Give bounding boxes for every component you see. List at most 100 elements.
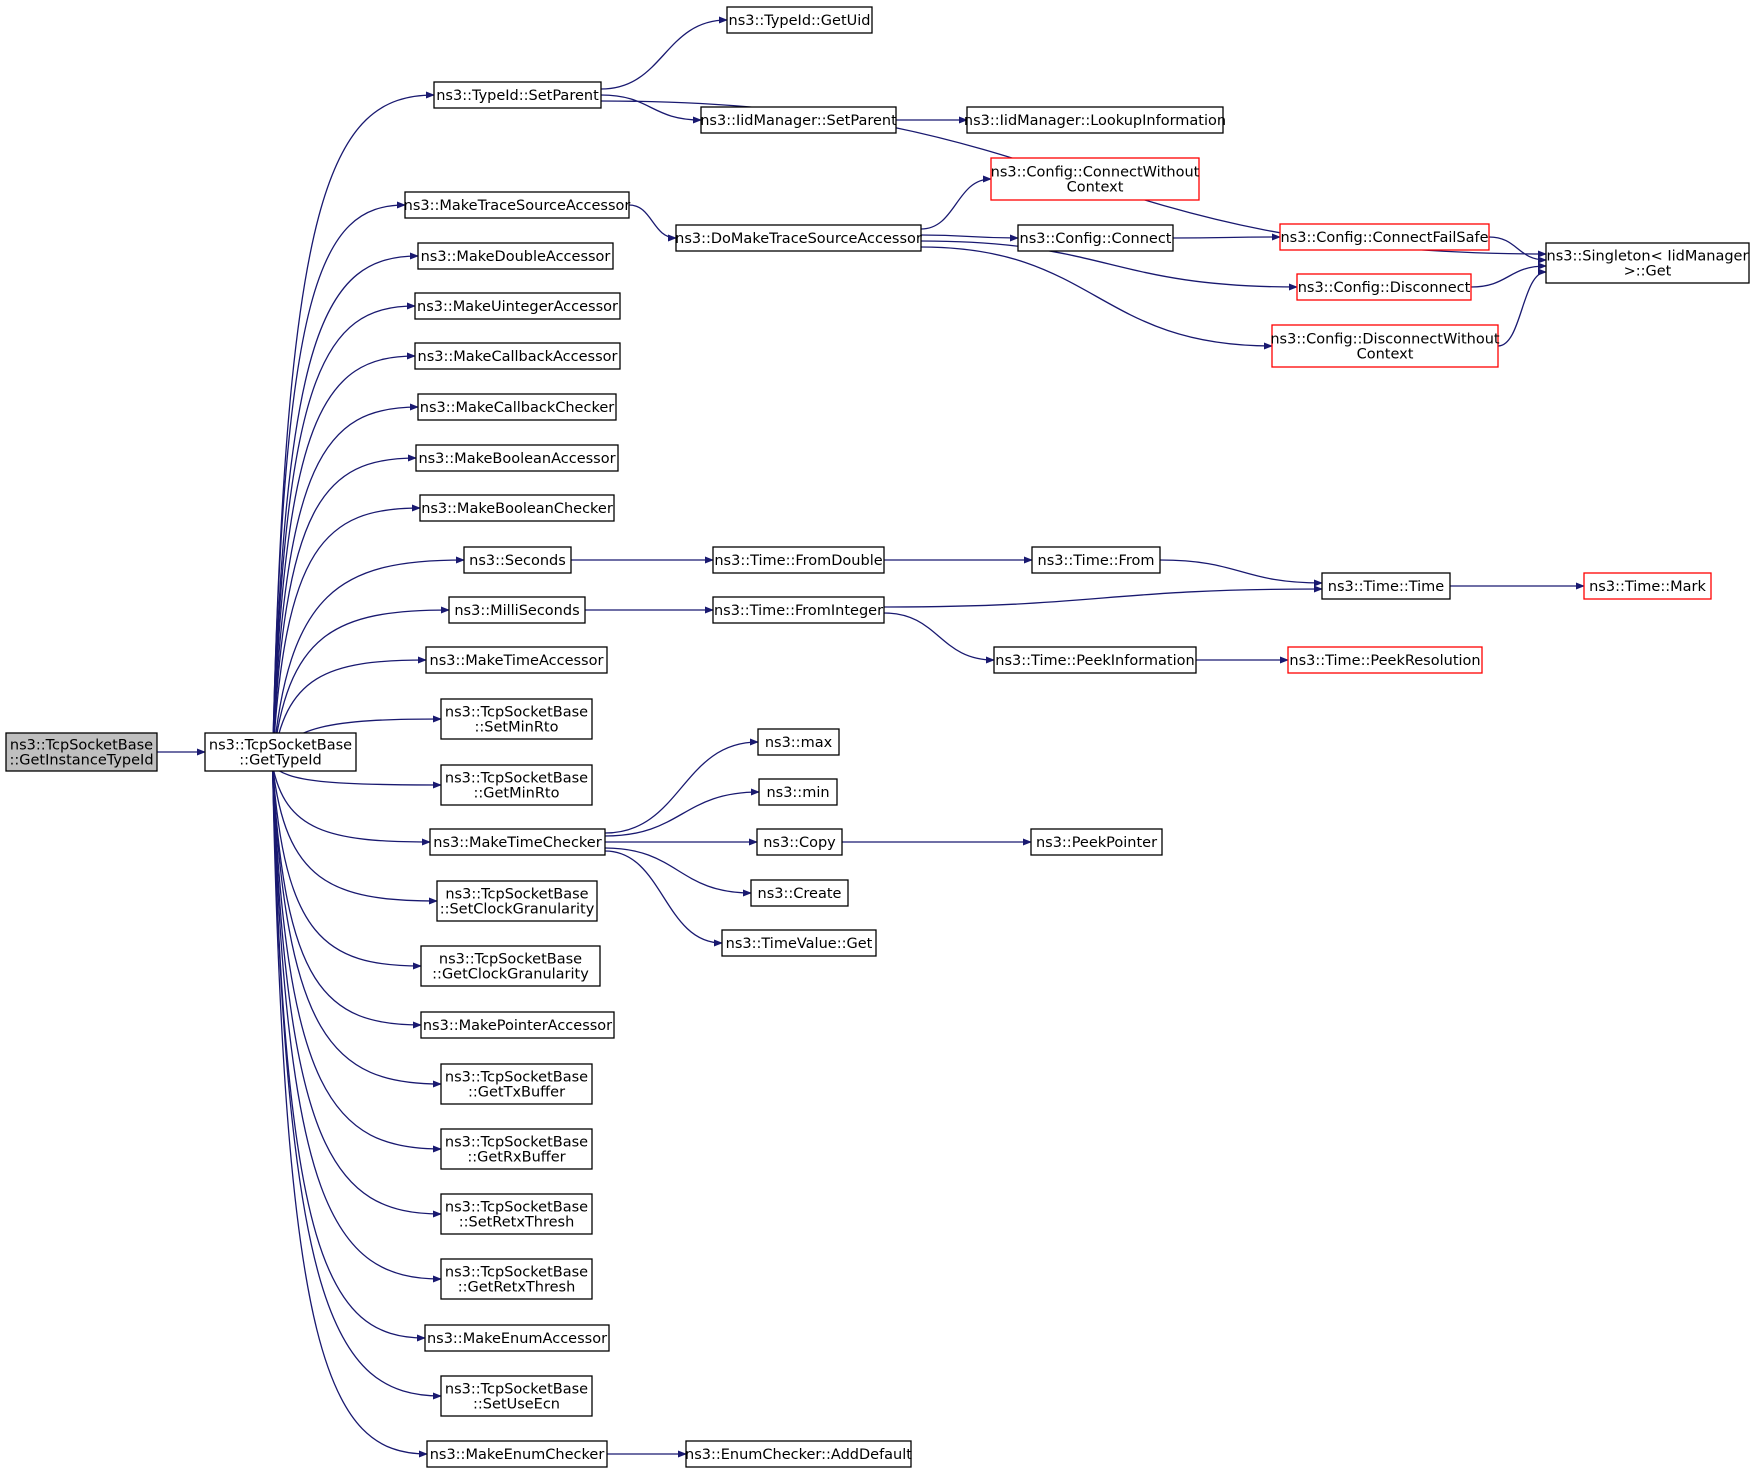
node-box	[440, 1063, 593, 1105]
node-maketimechk[interactable]: ns3::MakeTimeChecker	[429, 828, 606, 856]
node-makeptracc[interactable]: ns3::MakePointerAccessor	[420, 1011, 615, 1039]
node-label: ns3::EnumChecker::AddDefault	[685, 1447, 912, 1463]
node-maketracesource[interactable]: ns3::MakeTraceSourceAccessor	[404, 191, 631, 219]
node-peekinfo[interactable]: ns3::Time::PeekInformation	[993, 646, 1197, 674]
nodes-layer: ns3::TcpSocketBase::GetInstanceTypeIdns3…	[5, 6, 1750, 1468]
node-adddefault[interactable]: ns3::EnumChecker::AddDefault	[685, 1440, 912, 1468]
node-domaketrace[interactable]: ns3::DoMakeTraceSourceAccessor	[675, 224, 922, 252]
node-box	[440, 1193, 593, 1235]
edge-domaketrace-to-disconnectwoctx	[920, 246, 1273, 350]
node-box	[440, 1258, 593, 1300]
node-box	[750, 879, 849, 907]
node-peekpointer[interactable]: ns3::PeekPointer	[1030, 828, 1163, 856]
node-getminrto[interactable]: ns3::TcpSocketBase::GetMinRto	[440, 764, 593, 806]
node-getretx[interactable]: ns3::TcpSocketBase::GetRetxThresh	[440, 1258, 593, 1300]
node-setminrto[interactable]: ns3::TcpSocketBase::SetMinRto	[440, 698, 593, 740]
node-label: ns3::Create	[758, 886, 842, 902]
edge-maketimechk-to-create	[604, 847, 752, 897]
node-box	[1583, 572, 1712, 600]
edge-timefrom-to-timetime	[1159, 559, 1323, 587]
node-setparent[interactable]: ns3::TypeId::SetParent	[433, 81, 602, 109]
node-makeenumacc[interactable]: ns3::MakeEnumAccessor	[424, 1324, 610, 1352]
edge-gettypeid-to-makeenumchk	[271, 764, 428, 1458]
node-label: ::SetMinRto	[475, 720, 559, 736]
node-box	[685, 1440, 912, 1468]
node-lookupinfo[interactable]: ns3::IidManager::LookupInformation	[964, 106, 1226, 134]
node-setretx[interactable]: ns3::TcpSocketBase::SetRetxThresh	[440, 1193, 593, 1235]
node-timevalueget[interactable]: ns3::TimeValue::Get	[721, 929, 877, 957]
node-box	[675, 224, 922, 252]
node-getuid[interactable]: ns3::TypeId::GetUid	[726, 6, 873, 34]
edge-domaketrace-to-disconnect	[920, 240, 1298, 291]
node-box	[204, 732, 357, 772]
node-label: ::GetTypeId	[239, 753, 321, 769]
edge-gettypeid-to-makeboolchk	[271, 504, 421, 766]
node-peekres[interactable]: ns3::Time::PeekResolution	[1287, 646, 1483, 674]
node-min[interactable]: ns3::min	[758, 778, 838, 806]
node-box	[1031, 546, 1161, 574]
node-label: ns3::MakeTimeChecker	[433, 835, 601, 851]
node-iidsetparent[interactable]: ns3::IidManager::SetParent	[700, 106, 897, 134]
edge-maketimechk-to-max	[604, 738, 759, 834]
node-label: ns3::Seconds	[469, 553, 566, 569]
node-timefrom[interactable]: ns3::Time::From	[1031, 546, 1161, 574]
node-root[interactable]: ns3::TcpSocketBase::GetInstanceTypeId	[5, 732, 158, 772]
node-box	[1296, 273, 1472, 301]
node-makeboolacc[interactable]: ns3::MakeBooleanAccessor	[415, 444, 619, 472]
node-milliseconds[interactable]: ns3::MilliSeconds	[448, 596, 586, 624]
node-makeuintacc[interactable]: ns3::MakeUintegerAccessor	[414, 292, 621, 320]
node-label: ::GetRetxThresh	[458, 1280, 576, 1296]
node-frominteger[interactable]: ns3::Time::FromInteger	[712, 596, 885, 624]
node-box	[448, 596, 586, 624]
node-gettypeid[interactable]: ns3::TcpSocketBase::GetTypeId	[204, 732, 357, 772]
node-makecbchk[interactable]: ns3::MakeCallbackChecker	[417, 393, 617, 421]
node-maketimeacc[interactable]: ns3::MakeTimeAccessor	[425, 646, 608, 674]
node-setclockgran[interactable]: ns3::TcpSocketBase::SetClockGranularity	[436, 880, 598, 922]
node-label: ns3::MakePointerAccessor	[423, 1018, 612, 1034]
node-label: ::SetRetxThresh	[459, 1215, 575, 1231]
node-box	[420, 1011, 615, 1039]
node-label: ns3::TcpSocketBase	[439, 952, 582, 968]
node-gettxbuffer[interactable]: ns3::TcpSocketBase::GetTxBuffer	[440, 1063, 593, 1105]
node-box	[414, 292, 621, 320]
node-connectfailsafe[interactable]: ns3::Config::ConnectFailSafe	[1279, 223, 1490, 251]
node-timetime[interactable]: ns3::Time::Time	[1321, 572, 1451, 600]
node-timemark[interactable]: ns3::Time::Mark	[1583, 572, 1712, 600]
node-makecbacc[interactable]: ns3::MakeCallbackAccessor	[414, 342, 621, 370]
node-label: ns3::MakeTraceSourceAccessor	[404, 198, 631, 214]
node-label: ::GetTxBuffer	[468, 1085, 565, 1101]
edge-setparent-to-iidsetparent	[600, 94, 702, 124]
edge-gettypeid-to-seconds	[271, 556, 465, 766]
node-fromdouble[interactable]: ns3::Time::FromDouble	[712, 546, 885, 574]
node-label: ns3::Config::DisconnectWithout	[1270, 332, 1500, 348]
node-box	[440, 764, 593, 806]
node-copy[interactable]: ns3::Copy	[756, 828, 843, 856]
node-box	[712, 596, 885, 624]
node-label: ns3::TypeId::SetParent	[436, 88, 599, 104]
node-disconnect[interactable]: ns3::Config::Disconnect	[1296, 273, 1472, 301]
node-label: ns3::MakeEnumAccessor	[427, 1331, 607, 1347]
node-setuseecn[interactable]: ns3::TcpSocketBase::SetUseEcn	[440, 1375, 593, 1417]
node-singletonget[interactable]: ns3::Singleton< IidManager>::Get	[1545, 242, 1750, 284]
edge-connectfailsafe-to-singletonget	[1488, 236, 1547, 264]
node-makeboolchk[interactable]: ns3::MakeBooleanChecker	[419, 494, 615, 522]
node-box	[726, 6, 873, 34]
node-box	[5, 732, 158, 772]
node-getclockgran[interactable]: ns3::TcpSocketBase::GetClockGranularity	[420, 945, 601, 987]
node-box	[756, 828, 843, 856]
node-connect[interactable]: ns3::Config::Connect	[1017, 224, 1174, 252]
node-label: ns3::PeekPointer	[1036, 835, 1157, 851]
edge-disconnectwoctx-to-singletonget	[1497, 268, 1547, 347]
node-label: ns3::max	[765, 735, 833, 751]
node-makedoubleacc[interactable]: ns3::MakeDoubleAccessor	[417, 242, 614, 270]
node-max[interactable]: ns3::max	[757, 728, 840, 756]
node-makeenumchk[interactable]: ns3::MakeEnumChecker	[426, 1440, 608, 1468]
node-getrxbuffer[interactable]: ns3::TcpSocketBase::GetRxBuffer	[440, 1128, 593, 1170]
node-seconds[interactable]: ns3::Seconds	[463, 546, 572, 574]
node-box	[757, 728, 840, 756]
node-label: ns3::TcpSocketBase	[10, 738, 153, 754]
edge-gettypeid-to-getclockgran	[271, 764, 422, 970]
node-create[interactable]: ns3::Create	[750, 879, 849, 907]
